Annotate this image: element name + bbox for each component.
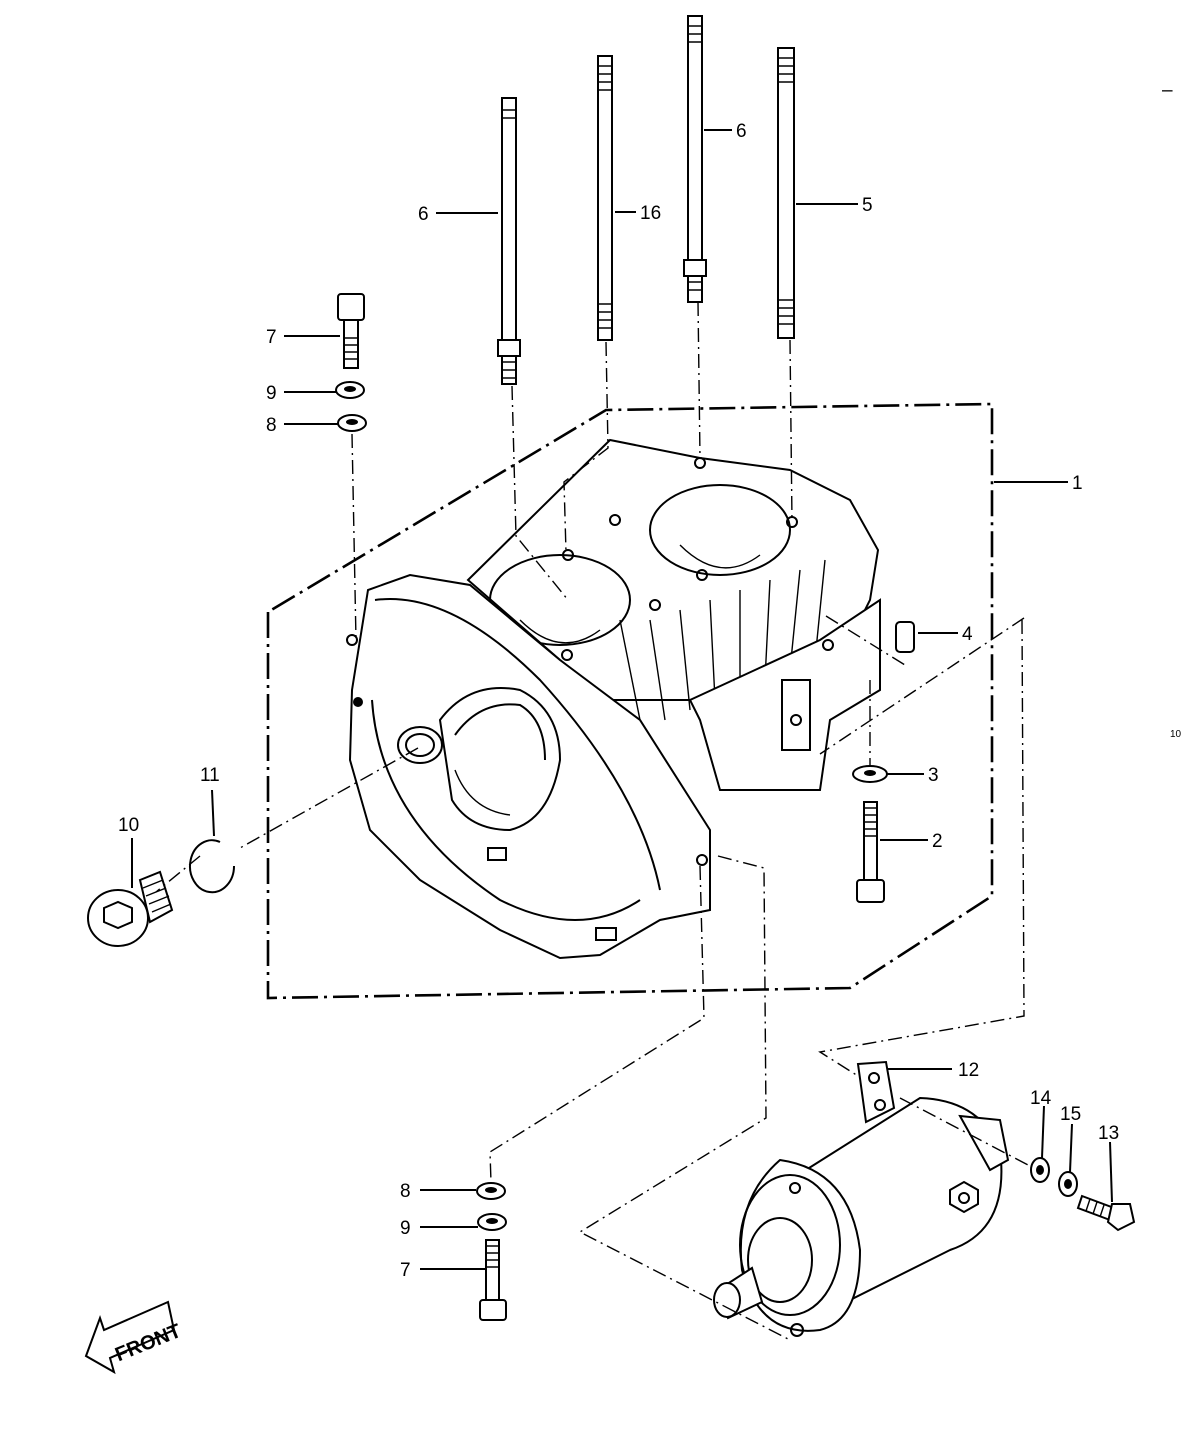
label-part-14: 14 bbox=[1030, 1088, 1052, 1109]
label-part-6-right: 6 bbox=[736, 121, 747, 142]
label-part-3: 3 bbox=[928, 765, 939, 786]
label-part-8-top: 8 bbox=[266, 415, 277, 436]
label-part-12: 12 bbox=[958, 1060, 979, 1081]
label-part-13: 13 bbox=[1098, 1123, 1119, 1144]
label-part-1: 1 bbox=[1072, 473, 1083, 494]
washer-3 bbox=[852, 765, 888, 783]
stud-5 bbox=[777, 47, 795, 339]
bolt-7-bottom bbox=[479, 1239, 507, 1321]
label-part-2: 2 bbox=[932, 831, 943, 852]
edge-mark: – bbox=[1162, 80, 1173, 101]
washer-9-bottom bbox=[477, 1213, 507, 1231]
label-part-7-top: 7 bbox=[266, 327, 277, 348]
label-part-10: 10 bbox=[118, 815, 139, 836]
label-part-4: 4 bbox=[962, 624, 973, 645]
label-part-11: 11 bbox=[200, 765, 220, 786]
drain-plug bbox=[87, 870, 174, 947]
bolt-13 bbox=[1076, 1194, 1136, 1232]
stud-16 bbox=[597, 55, 613, 341]
label-part-9-top: 9 bbox=[266, 383, 277, 404]
crankcase bbox=[346, 438, 881, 960]
label-part-8-bottom: 8 bbox=[400, 1181, 411, 1202]
page-mark: 10 bbox=[1170, 729, 1182, 740]
label-part-15: 15 bbox=[1060, 1104, 1081, 1125]
starter-motor bbox=[713, 1096, 1010, 1337]
washer-15 bbox=[1058, 1171, 1078, 1197]
label-part-9-bottom: 9 bbox=[400, 1218, 411, 1239]
label-part-7-bottom: 7 bbox=[400, 1260, 411, 1281]
bolt-2 bbox=[856, 801, 885, 903]
washer-8-bottom bbox=[476, 1182, 506, 1200]
washer-14 bbox=[1030, 1157, 1050, 1183]
circlip bbox=[189, 839, 236, 894]
leader-lines bbox=[131, 129, 1113, 1270]
stud-6-left bbox=[497, 97, 521, 385]
bolt-7-top bbox=[337, 293, 365, 369]
label-part-6-left: 6 bbox=[418, 204, 429, 225]
assembly-guides bbox=[155, 301, 1031, 1341]
washer-8-top bbox=[337, 414, 367, 432]
assembly-frame bbox=[266, 402, 994, 1000]
front-arrow-label: FRONT bbox=[112, 1320, 184, 1366]
dowel-pin bbox=[895, 621, 915, 653]
washer-9-top bbox=[335, 381, 365, 399]
bracket bbox=[856, 1060, 896, 1124]
front-arrow: FRONT bbox=[84, 1300, 184, 1375]
label-part-5: 5 bbox=[862, 195, 873, 216]
stud-6-right bbox=[683, 15, 707, 303]
label-part-16: 16 bbox=[640, 203, 661, 224]
